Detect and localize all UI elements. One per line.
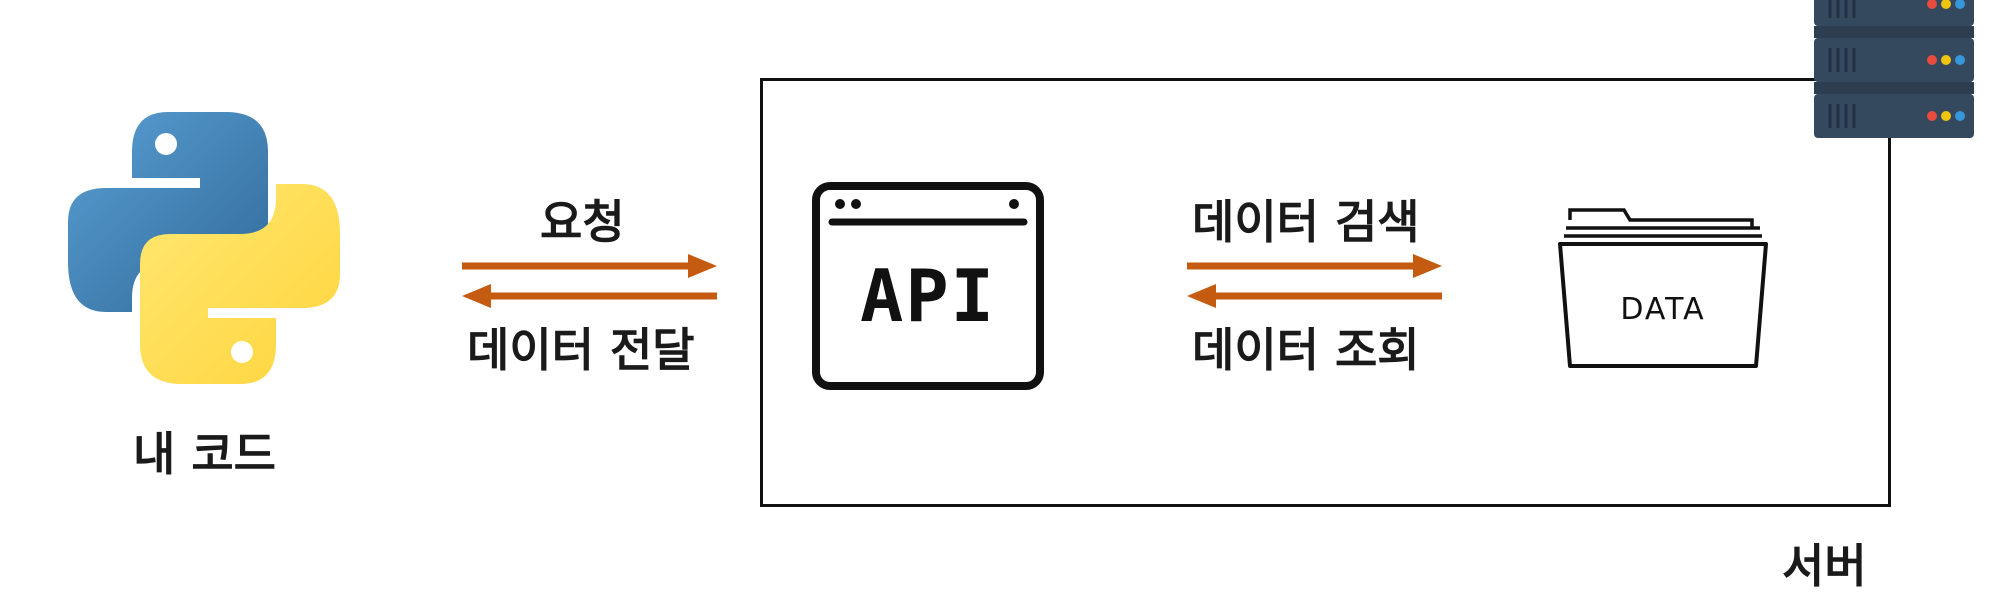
data-folder-text: DATA [1620,292,1706,327]
request-arrow [462,254,717,308]
search-label: 데이터 검색 [1192,195,1420,249]
page-heading-clipped [55,0,1305,6]
response-label: 데이터 전달 [467,323,695,377]
client-label: 내 코드 [133,427,276,481]
request-label: 요청 [540,195,625,249]
server-label: 서버 [1782,539,1867,593]
server-box [760,78,1891,507]
search-arrow [1187,254,1442,308]
api-text: API [859,254,997,338]
api-window-icon [812,182,1044,390]
data-folder-icon [1558,208,1768,368]
retrieve-label: 데이터 조회 [1192,323,1420,377]
server-rack-icon [1814,0,1974,138]
python-logo-icon [68,112,340,384]
